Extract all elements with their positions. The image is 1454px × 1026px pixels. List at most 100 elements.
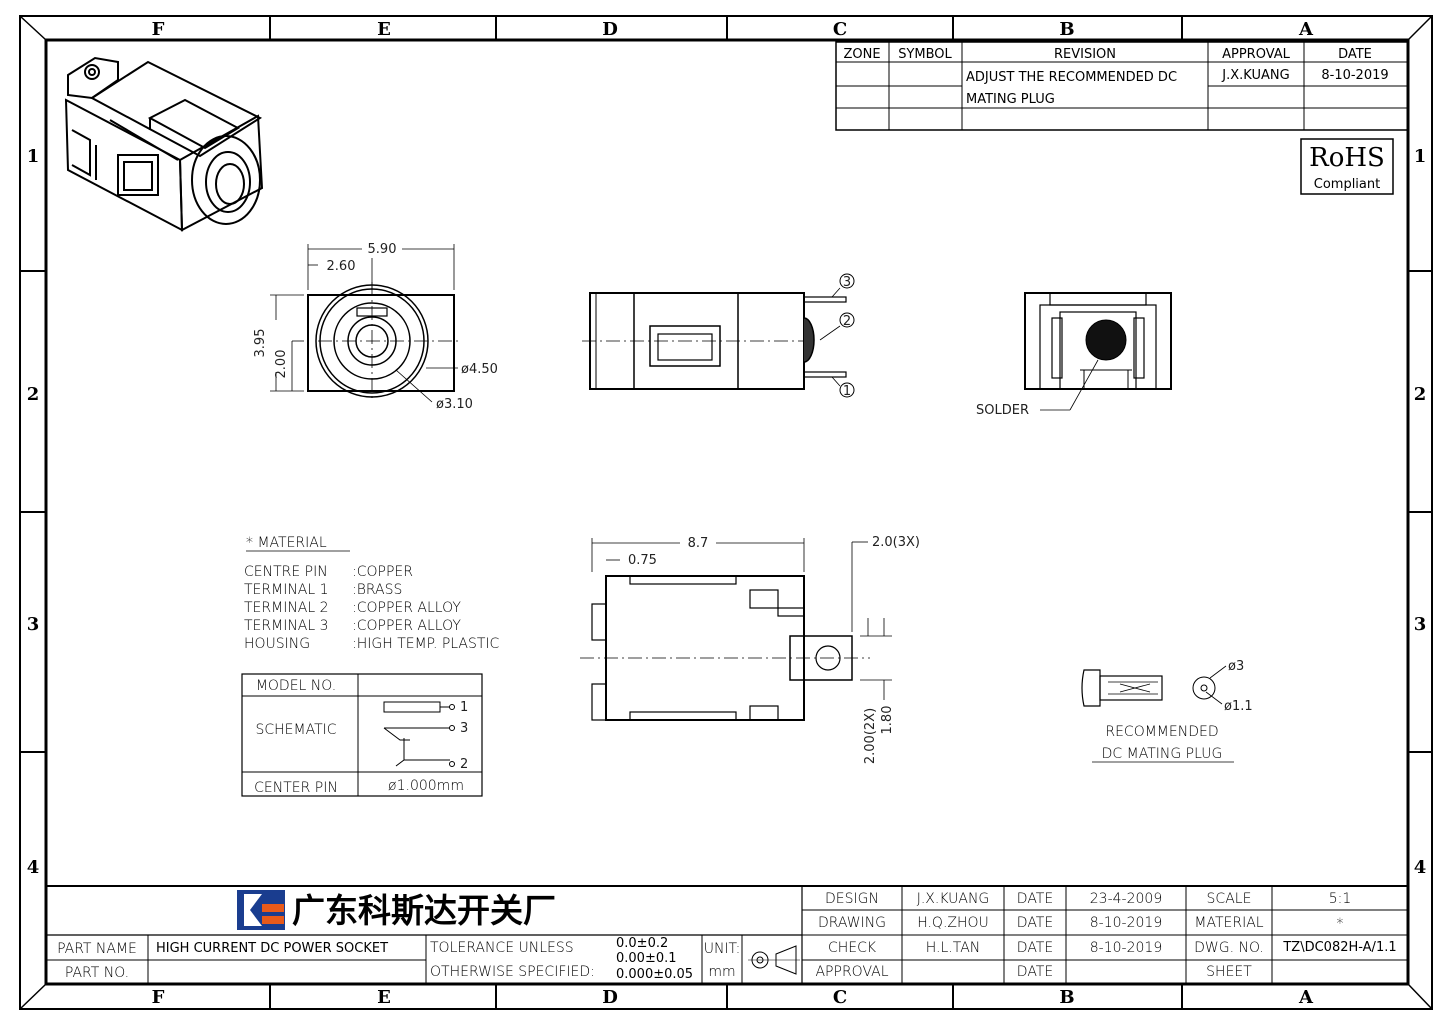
bottom-view [580,538,892,721]
zone-col-top: B [1059,19,1074,40]
company-name: 广东科斯达开关厂 [292,891,556,930]
rev-header-revision: REVISION [1054,47,1116,62]
rohs-badge: RoHS Compliant [1300,138,1394,195]
design-date-label: DATE [1017,891,1053,907]
check-label: CHECK [828,940,877,956]
rear-view [1024,292,1172,411]
drawing-value: H.Q.ZHOU [917,915,989,931]
schematic-model-label: MODEL NO. [256,678,336,694]
drawing-date: 8-10-2019 [1090,915,1162,931]
rev-approval: J.X.KUANG [1221,68,1289,83]
plug-label-line2: DC MATING PLUG [1102,746,1223,762]
zone-row-left: 1 [27,146,40,167]
svg-text::COPPER ALLOY: :COPPER ALLOY [352,618,461,634]
part-name-label: PART NAME [57,941,137,957]
zone-col-bottom: A [1298,987,1314,1008]
design-label: DESIGN [825,891,879,907]
zone-row-right: 3 [1414,614,1427,635]
scale-value: 5:1 [1329,891,1352,907]
unit-label: UNIT: [704,941,741,957]
check-date: 8-10-2019 [1090,940,1162,956]
design-value: J.X.KUANG [917,891,990,907]
dwg-no-value: TZ\DC082H-A/1.1 [1282,940,1396,955]
side-view [582,273,855,398]
dim-pin-width: 2.0(3X) [872,535,920,550]
dim-front-height: 3.95 [253,329,268,358]
svg-text:CENTRE PIN: CENTRE PIN [244,564,328,580]
isometric-view [64,56,264,232]
rev-header-symbol: SYMBOL [898,47,952,62]
approval-label: APPROVAL [815,964,888,980]
pin-label-3: 3 [843,275,851,290]
zone-row-left: 3 [27,614,40,635]
company-logo-icon [237,890,285,930]
material-label: MATERIAL [1194,915,1263,931]
material-value: * [1337,916,1344,932]
check-date-label: DATE [1017,940,1053,956]
svg-text::COPPER ALLOY: :COPPER ALLOY [352,600,461,616]
zone-row-right: 4 [1414,857,1427,878]
zone-col-bottom: F [152,987,165,1008]
zone-row-left: 2 [27,384,40,405]
schematic-pin-2: 2 [460,757,468,772]
zone-col-top: C [833,19,847,40]
pin-label-2: 2 [843,314,851,329]
schematic-pin-1: 1 [460,700,468,715]
schematic-pin-3: 3 [460,721,468,736]
sheet-label: SHEET [1206,964,1252,980]
part-name-value: HIGH CURRENT DC POWER SOCKET [156,941,388,956]
dim-outer-diameter: ø4.50 [461,362,498,377]
zone-col-top: D [602,19,618,40]
rev-date: 8-10-2019 [1321,68,1388,83]
tolerance-line1: TOLERANCE UNLESS [430,940,574,956]
zone-col-top: A [1298,19,1314,40]
mating-plug [1081,665,1234,763]
design-date: 23-4-2009 [1090,891,1162,907]
schematic-center-pin-label: CENTER PIN [254,780,338,796]
svg-text::COPPER: :COPPER [352,564,413,580]
rev-text-line2: MATING PLUG [966,92,1055,107]
rev-header-date: DATE [1338,47,1372,62]
check-value: H.L.TAN [926,940,981,956]
front-view [270,244,460,403]
zone-col-bottom: D [602,987,618,1008]
plug-outer-dia: ø3 [1228,659,1244,674]
dim-inner-diameter: ø3.10 [436,397,473,412]
svg-text::HIGH TEMP. PLASTIC: :HIGH TEMP. PLASTIC [352,636,500,652]
drawing-date-label: DATE [1017,915,1053,931]
tolerance-a: 0.0±0.2 [616,936,668,951]
pin-label-1: 1 [843,384,851,399]
rev-header-approval: APPROVAL [1222,47,1291,62]
revision-table [835,41,1409,131]
svg-text:HOUSING: HOUSING [244,636,310,652]
solder-label: SOLDER [976,403,1029,418]
zone-col-bottom: C [833,987,847,1008]
zone-col-bottom: B [1059,987,1074,1008]
dim-bottom-length: 8.7 [688,536,709,551]
scale-label: SCALE [1207,891,1252,907]
plug-inner-dia: ø1.1 [1224,699,1253,714]
drawing-label: DRAWING [818,915,886,931]
svg-text:TERMINAL 1: TERMINAL 1 [244,582,329,598]
zone-row-left: 4 [27,857,40,878]
zone-col-top: E [377,19,391,40]
schematic-center-pin-value: ø1.000mm [388,778,464,794]
dim-front-offset: 2.60 [327,259,356,274]
dwg-no-label: DWG. NO. [1194,940,1264,956]
tolerance-line2: OTHERWISE SPECIFIED: [430,964,595,980]
svg-text:* MATERIAL: * MATERIAL [246,535,327,551]
schematic-table [241,673,483,797]
plug-label-line1: RECOMMENDED [1105,724,1218,740]
schematic-label: SCHEMATIC [255,722,336,738]
zone-row-right: 1 [1414,146,1427,167]
dim-pin-height: 1.80 [880,706,895,735]
zone-row-right: 2 [1414,384,1427,405]
title-block [46,885,1408,984]
zone-col-top: F [152,19,165,40]
approval-date-label: DATE [1017,964,1053,980]
tolerance-b: 0.00±0.1 [616,951,677,966]
rev-text-line1: ADJUST THE RECOMMENDED DC [966,70,1177,85]
svg-text:Compliant: Compliant [1314,177,1380,192]
svg-text::BRASS: :BRASS [352,582,402,598]
